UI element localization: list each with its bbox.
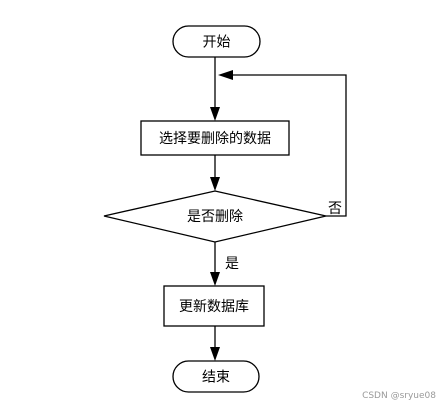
- arrow-start-to-select: [210, 57, 220, 121]
- start-label: 开始: [203, 35, 231, 51]
- arrow-decision-to-update: [210, 242, 220, 286]
- update-db-label: 更新数据库: [179, 299, 249, 315]
- arrow-no-loop: [218, 70, 347, 217]
- start-node: 开始: [172, 25, 261, 58]
- update-db-node: 更新数据库: [163, 285, 265, 327]
- end-label: 结束: [202, 370, 230, 386]
- yes-branch-label: 是: [225, 256, 239, 272]
- no-branch-label: 否: [328, 201, 342, 217]
- decision-node: 是否删除: [103, 190, 327, 243]
- select-data-label: 选择要删除的数据: [159, 131, 271, 147]
- watermark-text: CSDN @sryue08: [362, 391, 436, 401]
- select-data-node: 选择要删除的数据: [140, 120, 290, 156]
- arrow-update-to-end: [210, 326, 220, 361]
- decision-label: 是否删除: [187, 209, 243, 225]
- arrow-select-to-decision: [210, 155, 220, 191]
- end-node: 结束: [172, 360, 260, 393]
